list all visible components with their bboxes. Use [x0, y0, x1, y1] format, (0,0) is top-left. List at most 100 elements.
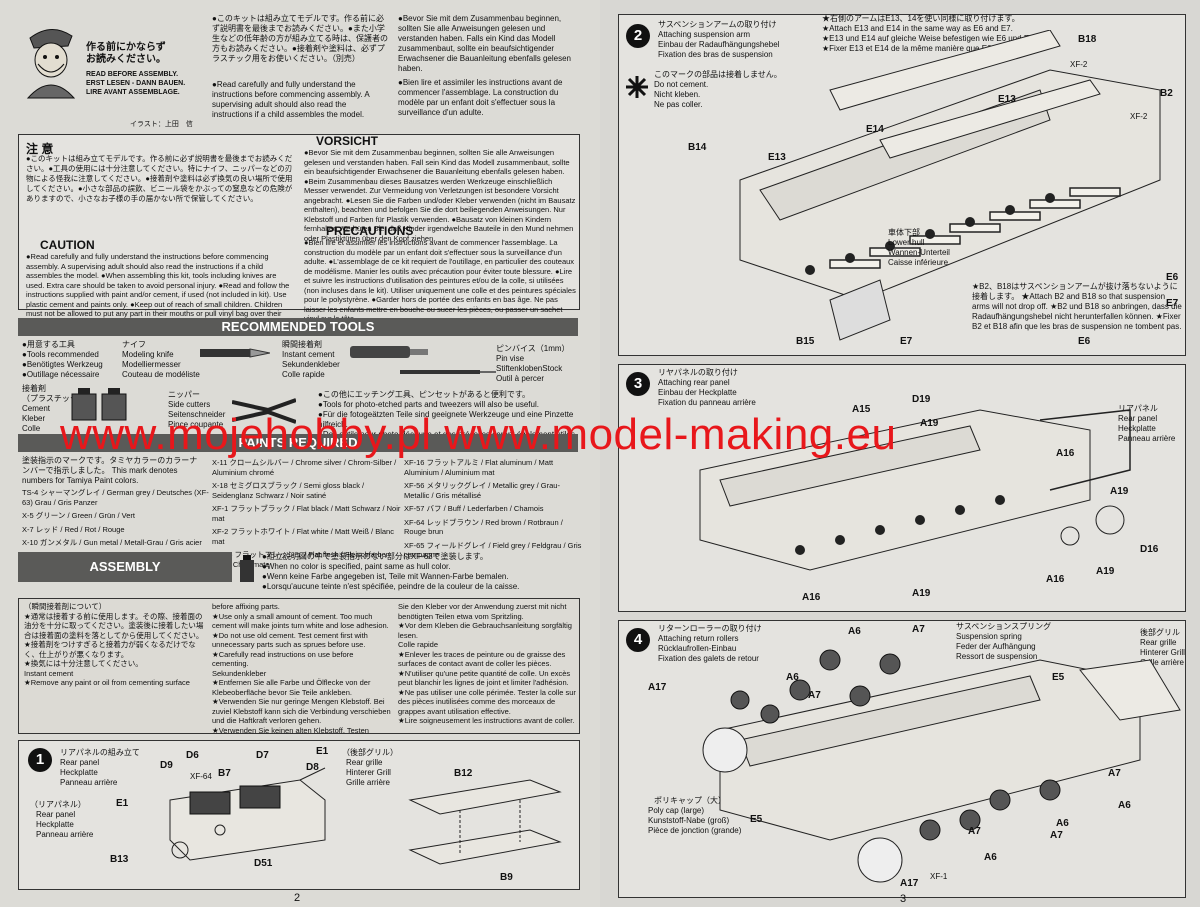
paint-entry: X-18 セミグロスブラック / Semi gloss black / Seid… [212, 481, 365, 500]
part-b7: B7 [218, 768, 231, 779]
part-a6-1: A6 [848, 626, 861, 637]
part-e13-left: E13 [768, 152, 786, 163]
part-a15: A15 [852, 404, 871, 415]
part-a19-top: A19 [920, 418, 939, 429]
part-a6-4: A6 [984, 852, 997, 863]
part-a16-middle: A16 [1046, 574, 1065, 585]
part-a6-3: A6 [1118, 800, 1131, 811]
page-number-left: 2 [294, 892, 301, 904]
part-d6: D6 [186, 750, 199, 761]
step-4-grille-jp: 後部グリル [1140, 628, 1180, 637]
step-4-paint-code: XF-1 [930, 872, 948, 881]
modeling-knife-icon [200, 348, 270, 358]
part-a16-bottom: A16 [802, 592, 821, 603]
step-4-title: Attaching return rollers Rücklaufrollen-… [658, 634, 759, 663]
paint-entry: XF-2 フラットホワイト / Flat white / Matt Weiß /… [212, 527, 394, 546]
step-4-polycap: Poly cap (large) Kunststoff-Nabe (groß) … [648, 806, 742, 835]
caution-title-en: CAUTION [40, 238, 95, 252]
part-b13: B13 [110, 854, 129, 865]
paints-column-3: XF-16 フラットアルミ / Flat aluminum / Matt Alu… [404, 458, 584, 564]
caution-text-en: ●Read carefully and fully understand the… [26, 252, 290, 328]
part-a17-top: A17 [648, 682, 667, 693]
part-e7-right: E7 [1166, 298, 1179, 309]
part-a7-4: A7 [968, 826, 981, 837]
step-1-rear-panel: Rear panel Heckplatte Panneau arrière [36, 810, 94, 839]
side-cutters-icon [232, 398, 296, 424]
step-2-title: Attaching suspension arm Einbau der Rada… [658, 30, 780, 59]
paint-entry: X-5 グリーン / Green / Grün / Vert [22, 511, 135, 520]
part-e1-left: E1 [116, 798, 129, 809]
step-1-title: Rear panel Heckplatte Panneau arrière [60, 758, 118, 787]
part-e6-top: E6 [1166, 272, 1179, 283]
rear-grille-drawing [408, 779, 562, 865]
read-before-assembly: READ BEFORE ASSEMBLY. ERST LESEN - DANN … [86, 71, 186, 96]
step-4-title-jp: リターンローラーの取り付け [658, 624, 762, 633]
part-a7-2: A7 [808, 690, 821, 701]
step-1-rear-grille: Rear grille Hinterer Grill Grille arrièr… [346, 758, 391, 787]
part-xf2-right: XF-2 [1130, 112, 1148, 121]
part-b15: B15 [796, 336, 815, 347]
step-2-no-cement: Do not cement. Nicht kleben. Ne pas coll… [654, 80, 709, 109]
step-4-spring: Suspension spring Feder der Aufhängung R… [956, 632, 1038, 661]
part-a7-5: A7 [1050, 830, 1063, 841]
part-a19-bottom: A19 [912, 588, 931, 599]
assembly-hull-color-note: ●組立説明図の中で塗装指示のない部分はXF-63で塗装します。 ●When no… [262, 552, 520, 591]
precautions-title: PRECAUTIONS [326, 224, 414, 238]
tool-instant-cement-label: 瞬間接着剤 Instant cement Sekundenkleber Coll… [282, 340, 340, 379]
recommended-tools-banner: RECOMMENDED TOOLS [18, 318, 578, 336]
tools-legend: ●用意する工具 ●Tools recommended ●Benötigtes W… [22, 340, 103, 379]
lower-hull-label: 車体下部 Lower hull Wannen-Unterteil Caisse … [888, 228, 950, 267]
step-2-title-jp: サスペンションアームの取り付け [658, 20, 777, 29]
part-d9: D9 [160, 760, 173, 771]
part-e6-bottom: E6 [1078, 336, 1091, 347]
part-a19-right: A19 [1110, 486, 1129, 497]
step-4-number: 4 [626, 628, 650, 652]
suspension-hull-drawing [739, 30, 1161, 341]
instant-cement-info-box [18, 598, 580, 734]
part-d8: D8 [306, 762, 319, 773]
precautions-text: ●Bien lire et assimiler les instructions… [304, 238, 576, 323]
step-1-number: 1 [28, 748, 52, 772]
tool-pin-vise-label: ピンバイス（1mm） Pin vise StiftenklobenStock O… [496, 344, 570, 383]
illustrator-credit: イラスト：上田 信 [130, 121, 193, 128]
part-a19-middle: A19 [1096, 566, 1115, 577]
paint-entry: X-11 クロームシルバー / Chrome silver / Chrom-Si… [212, 458, 397, 477]
vorsicht-title: VORSICHT [316, 134, 379, 148]
part-e14: E14 [866, 124, 884, 135]
instant-cement-info-col3: Sie den Kleber vor der Anwendung zuerst … [398, 602, 576, 725]
rear-panel-drawing [169, 767, 326, 861]
vorsicht-text: ●Bevor Sie mit dem Zusammenbau beginnen,… [304, 148, 576, 243]
part-e5-top: E5 [1052, 672, 1065, 683]
intro-text-de: ●Bevor Sie mit dem Zusammenbau beginnen,… [398, 14, 572, 73]
step-1-title-jp: リアパネルの組み立て [60, 748, 140, 757]
step-2-no-cement-jp: このマークの部品は接着しません。 [654, 70, 782, 79]
rear-panel-hull-drawing [699, 409, 1131, 571]
step-1-paint-code: XF-64 [190, 772, 212, 781]
pin-vise-icon [400, 370, 496, 374]
caution-text-jp: ●このキットは組み立てモデルです。作る前に必ず説明書を最後までお読みください。●… [26, 154, 293, 203]
part-e5-bottom: E5 [750, 814, 763, 825]
step-1-rear-grille-jp: （後部グリル） [342, 748, 398, 757]
part-e13-top: E13 [998, 94, 1016, 105]
part-a6-2: A6 [786, 672, 799, 683]
instant-cement-info-col2: before affixing parts. ★Use only a small… [212, 602, 391, 735]
part-d51: D51 [254, 858, 273, 869]
commander-mascot-illustration [26, 29, 76, 99]
instant-cement-info-col1: （瞬間接着剤について） ★通常は接着する前に使用します。その際、接着面の油分を十… [24, 602, 204, 687]
step-2-number: 2 [626, 24, 650, 48]
page-number-right: 3 [900, 893, 907, 905]
paint-entry: XF-64 レッドブラウン / Red brown / Rotbraun / R… [404, 517, 563, 537]
paints-column-1: TS-4 シャーマングレイ / German grey / Deutsches … [22, 488, 210, 552]
step-2-b2-note: ★B2、B18はサスペンションアームが抜け落ちないように接着します。 ★Atta… [972, 282, 1182, 331]
part-e1-top: E1 [316, 746, 329, 757]
right-page: 2 サスペンションアームの取り付け Attaching suspension a… [600, 0, 1200, 907]
paint-entry: XF-16 フラットアルミ / Flat aluminum / Matt Alu… [404, 458, 554, 477]
intro-text-fr: ●Bien lire et assimiler les instructions… [398, 78, 563, 117]
caution-box [18, 134, 580, 310]
tool-knife-label: ナイフ Modeling knife Modelliermesser Coute… [122, 340, 200, 379]
caution-title-jp: 注 意 [26, 142, 54, 156]
intro-text-en: ●Read carefully and fully understand the… [212, 80, 370, 119]
part-a7-3: A7 [1108, 768, 1121, 779]
part-b12: B12 [454, 768, 473, 779]
paints-legend: 塗装指示のマークです。タミヤカラーのカラーナンバーで指示しました。 This m… [22, 456, 198, 485]
